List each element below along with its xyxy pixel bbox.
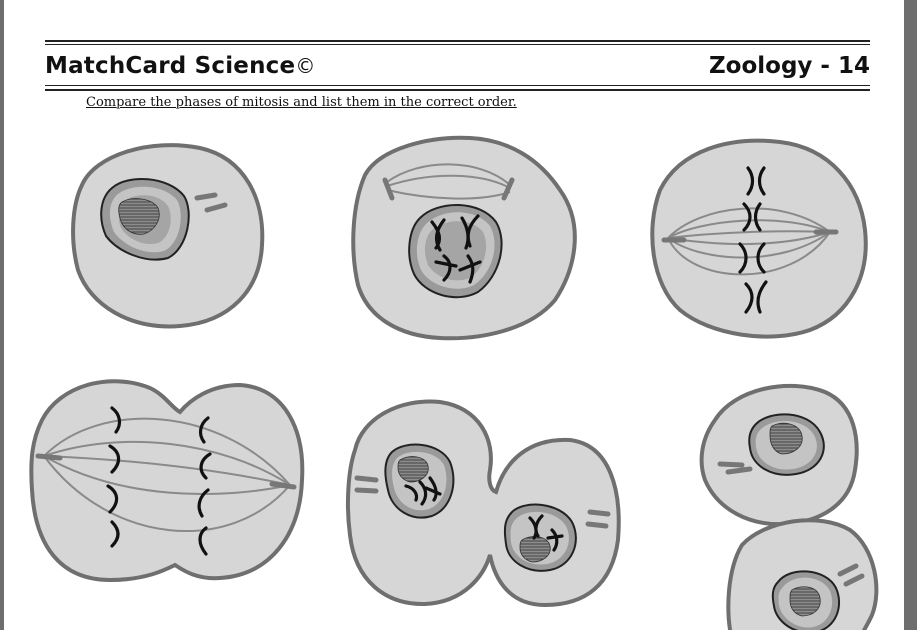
- nucleus: [408, 204, 503, 299]
- nucleolus: [769, 422, 803, 455]
- copyright-symbol: ©: [295, 54, 316, 78]
- daughter-nucleus-right: [503, 503, 577, 572]
- cell-metaphase: [650, 138, 868, 339]
- centriole: [194, 192, 218, 201]
- centriole: [35, 453, 63, 461]
- centriole: [837, 563, 859, 577]
- nucleolus: [118, 198, 160, 235]
- cell-prophase: [351, 135, 577, 341]
- centriole: [382, 177, 395, 201]
- right-frame-border: [904, 0, 917, 630]
- cell-interphase: [71, 143, 265, 329]
- spindle-fiber: [386, 189, 511, 200]
- nucleolus: [397, 456, 429, 483]
- left-frame-border: [0, 0, 4, 630]
- cell-membrane: [345, 399, 621, 608]
- chromosomes: [738, 166, 768, 314]
- brand-title: MatchCard Science©: [45, 53, 316, 79]
- centriole: [717, 461, 745, 468]
- centriole: [585, 521, 609, 529]
- nucleus: [100, 178, 190, 261]
- nucleolus: [789, 586, 821, 617]
- brand-name: MatchCard Science: [45, 53, 296, 79]
- spindle-fiber: [386, 163, 511, 186]
- header-bottom-rule: [45, 89, 870, 91]
- centriole: [269, 481, 297, 490]
- nucleolus: [519, 536, 551, 563]
- cell-daughter-upper: [699, 383, 859, 527]
- header-bottom-rule-thin: [45, 85, 870, 86]
- centriole: [725, 466, 753, 475]
- cell-anaphase: [29, 379, 305, 583]
- centriole: [843, 573, 865, 587]
- cell-daughter-lower: [726, 518, 879, 630]
- header-top-rule-thin: [45, 44, 870, 45]
- cell-membrane: [650, 138, 868, 339]
- centriole: [204, 202, 228, 213]
- chromosomes: [430, 214, 482, 284]
- daughter-nucleus-left: [384, 443, 455, 519]
- header-top-rule: [45, 40, 870, 42]
- chromosomes: [106, 406, 212, 556]
- centriole: [354, 475, 379, 483]
- cell-telophase: [345, 399, 621, 608]
- nucleus: [771, 570, 841, 630]
- nucleus: [748, 413, 825, 476]
- subject-title: Zoology - 14: [709, 53, 870, 79]
- spindle-fiber: [386, 174, 511, 189]
- centriole: [501, 177, 515, 201]
- centriole: [354, 487, 379, 494]
- centriole: [587, 509, 611, 517]
- cell-membrane: [29, 379, 305, 583]
- instructions-text: Compare the phases of mitosis and list t…: [86, 95, 517, 110]
